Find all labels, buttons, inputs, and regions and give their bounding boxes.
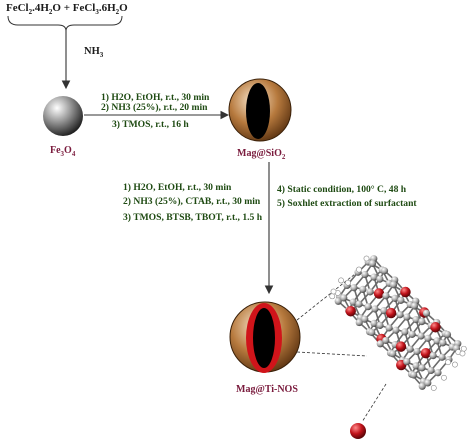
- framework-atom: [401, 328, 409, 336]
- ti-atom: [400, 286, 411, 298]
- framework-atom: [376, 321, 384, 329]
- framework-atom: [382, 336, 390, 345]
- framework-atom: [376, 275, 384, 283]
- framework-atom: [350, 284, 358, 292]
- ti-atom: [395, 341, 407, 352]
- fe3o4-sphere: [43, 96, 83, 136]
- mag-sio2-particle: [228, 78, 292, 142]
- framework-atom: [433, 337, 441, 345]
- framework-atom: [412, 362, 420, 370]
- framework-atom: [380, 267, 389, 275]
- framework-atom: [370, 273, 378, 281]
- terminal-h-atom: [452, 361, 458, 368]
- reagents-label: FeCl2.4H2O + FeCl3.6H2O: [6, 2, 128, 17]
- terminal-h-atom: [430, 385, 437, 391]
- step3-condition-5: 5) Soxhlet extraction of surfactant: [277, 198, 417, 209]
- framework-atom: [355, 300, 363, 308]
- framework-atom: [380, 307, 388, 315]
- framework-atom: [349, 298, 357, 306]
- framework-atom: [397, 296, 405, 304]
- terminal-h-atom: [330, 288, 337, 295]
- step3-condition-4: 4) Static condition, 100° C, 48 h: [277, 184, 407, 195]
- terminal-h-atom: [356, 266, 362, 273]
- terminal-h-atom: [363, 255, 370, 262]
- ti-atom: [385, 307, 397, 319]
- nh3-label: NH3: [84, 46, 104, 60]
- framework-atom: [418, 364, 426, 372]
- mag-sio2-label: Mag@SiO2: [237, 148, 286, 161]
- terminal-h-atom: [445, 359, 451, 366]
- framework-atom: [439, 339, 447, 347]
- framework-atom: [406, 345, 414, 353]
- framework-atom: [368, 328, 376, 337]
- framework-atom: [361, 270, 369, 279]
- terminal-h-atom: [441, 374, 447, 381]
- terminal-h-atom: [329, 293, 336, 300]
- framework-atom: [403, 313, 411, 321]
- framework-atom: [429, 351, 437, 360]
- reagent-brace: [7, 15, 123, 32]
- framework-atom: [389, 350, 397, 358]
- framework-atom: [403, 358, 411, 366]
- zoom-line-lower: [296, 351, 368, 357]
- framework-atom: [408, 330, 416, 338]
- framework-atom: [392, 326, 400, 334]
- framework-atom: [422, 309, 431, 317]
- framework-atom: [391, 294, 399, 302]
- framework-atom: [376, 340, 384, 348]
- ti-atom: [373, 288, 385, 299]
- terminal-h-atom: [338, 277, 344, 284]
- terminal-h-atom: [345, 279, 351, 286]
- framework-atom: [359, 285, 367, 294]
- framework-atom: [413, 347, 421, 356]
- step2-condition-1: 1) H2O, EtOH, r.t., 30 min: [101, 92, 210, 103]
- nanotube-model: [329, 255, 467, 391]
- step3-condition-3: 3) TMOS, BTSB, TBOT, r.t., 1.5 h: [123, 212, 263, 223]
- framework-atom: [340, 294, 348, 302]
- framework-atom: [361, 315, 369, 323]
- framework-atom: [424, 379, 432, 387]
- framework-atom: [412, 316, 420, 324]
- ti-atom: [420, 347, 432, 359]
- framework-atom: [366, 288, 374, 296]
- mag-ti-nos-particle: [229, 301, 301, 373]
- framework-atom: [438, 353, 446, 361]
- terminal-h-atom: [460, 345, 467, 352]
- framework-atom: [364, 303, 372, 311]
- framework-atom: [410, 302, 419, 310]
- step2-condition-2: 2) NH3 (25%), r.t., 20 min: [101, 102, 208, 113]
- framework-atom: [443, 330, 452, 339]
- framework-atom: [371, 305, 379, 313]
- framework-atom: [434, 369, 442, 377]
- titanium-atom: [350, 423, 366, 439]
- framework-atom: [370, 319, 378, 327]
- framework-atom: [368, 259, 377, 268]
- ti-atom: [345, 306, 356, 317]
- framework-atom: [389, 281, 398, 289]
- step2-condition-3: 3) TMOS, r.t., 16 h: [112, 119, 189, 130]
- framework-atom: [418, 318, 426, 326]
- framework-atom: [410, 371, 418, 379]
- ti-atom: [430, 322, 441, 333]
- zoom-line-ti: [361, 383, 387, 423]
- step3-condition-1: 1) H2O, EtOH, r.t., 30 min: [123, 182, 232, 193]
- framework-atom: [385, 324, 393, 332]
- framework-atom: [334, 297, 342, 305]
- framework-atom: [418, 382, 426, 390]
- mag-ti-nos-label: Mag@Ti-NOS: [236, 384, 298, 395]
- framework-atom: [427, 366, 435, 375]
- framework-atom: [417, 332, 425, 340]
- framework-atom: [424, 334, 432, 342]
- step3-condition-2: 2) NH3 (25%), CTAB, r.t., 30 min: [123, 196, 261, 207]
- framework-atom: [355, 318, 363, 327]
- framework-atom: [382, 292, 390, 300]
- framework-atom: [396, 311, 404, 319]
- terminal-h-atom: [459, 350, 466, 357]
- fe3o4-label: Fe3O4: [50, 145, 76, 158]
